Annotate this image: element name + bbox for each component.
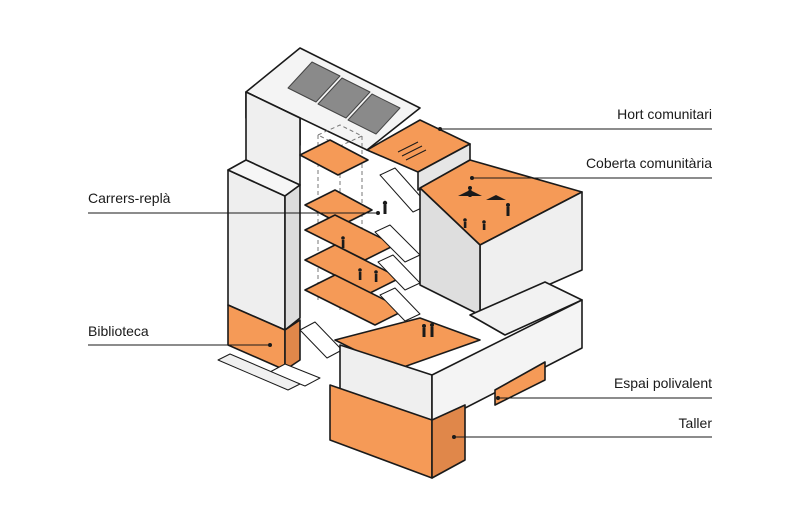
label-espai-polivalent: Espai polivalent xyxy=(613,375,712,391)
entrance-ramp xyxy=(217,353,301,391)
left-tower xyxy=(227,47,421,371)
espai-polivalent-volume xyxy=(494,361,546,406)
leader-lines xyxy=(88,128,712,438)
solar-panels xyxy=(287,61,401,135)
leader-dots xyxy=(268,127,500,439)
stair-runs xyxy=(269,167,429,387)
label-coberta-comunitaria: Coberta comunitària xyxy=(585,155,712,171)
label-carrers-repla: Carrers-replà xyxy=(88,190,171,206)
label-hort-comunitari: Hort comunitari xyxy=(617,106,712,122)
label-taller: Taller xyxy=(678,415,712,431)
label-biblioteca: Biblioteca xyxy=(88,323,149,339)
coberta-block xyxy=(419,159,583,336)
terrace-umbrellas xyxy=(458,190,506,200)
lower-front-block xyxy=(329,299,583,479)
